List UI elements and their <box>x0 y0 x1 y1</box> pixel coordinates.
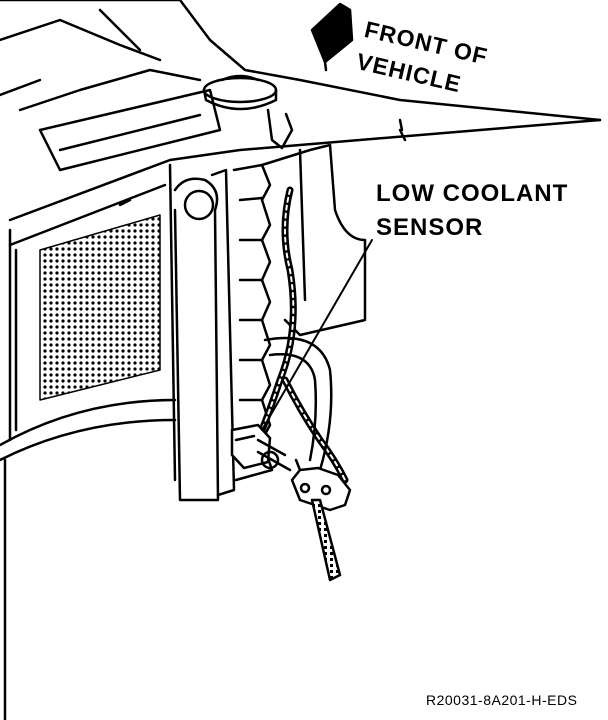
sensor-leader-line <box>261 239 373 431</box>
upper-support-panel <box>0 0 602 122</box>
core-box <box>38 88 222 207</box>
radiator-cap <box>202 74 294 150</box>
radiator-tank <box>8 118 602 482</box>
figure-id: R20031-8A201-H-EDS <box>426 692 578 708</box>
shroud-right <box>260 118 407 337</box>
fan-shroud-arc <box>0 398 177 720</box>
sensor-wire-harness <box>258 186 349 484</box>
coolant-hose <box>263 336 333 472</box>
front-of-vehicle-arrow <box>310 2 354 72</box>
lower-hose <box>310 498 342 582</box>
low-coolant-sensor-label-line1: LOW COOLANT <box>376 180 569 207</box>
grille-mesh <box>39 214 161 401</box>
radiator-side-post <box>173 168 236 502</box>
low-coolant-sensor-label-line2: SENSOR <box>376 214 484 241</box>
low-coolant-sensor <box>230 423 292 472</box>
hose-clamp <box>290 458 352 512</box>
